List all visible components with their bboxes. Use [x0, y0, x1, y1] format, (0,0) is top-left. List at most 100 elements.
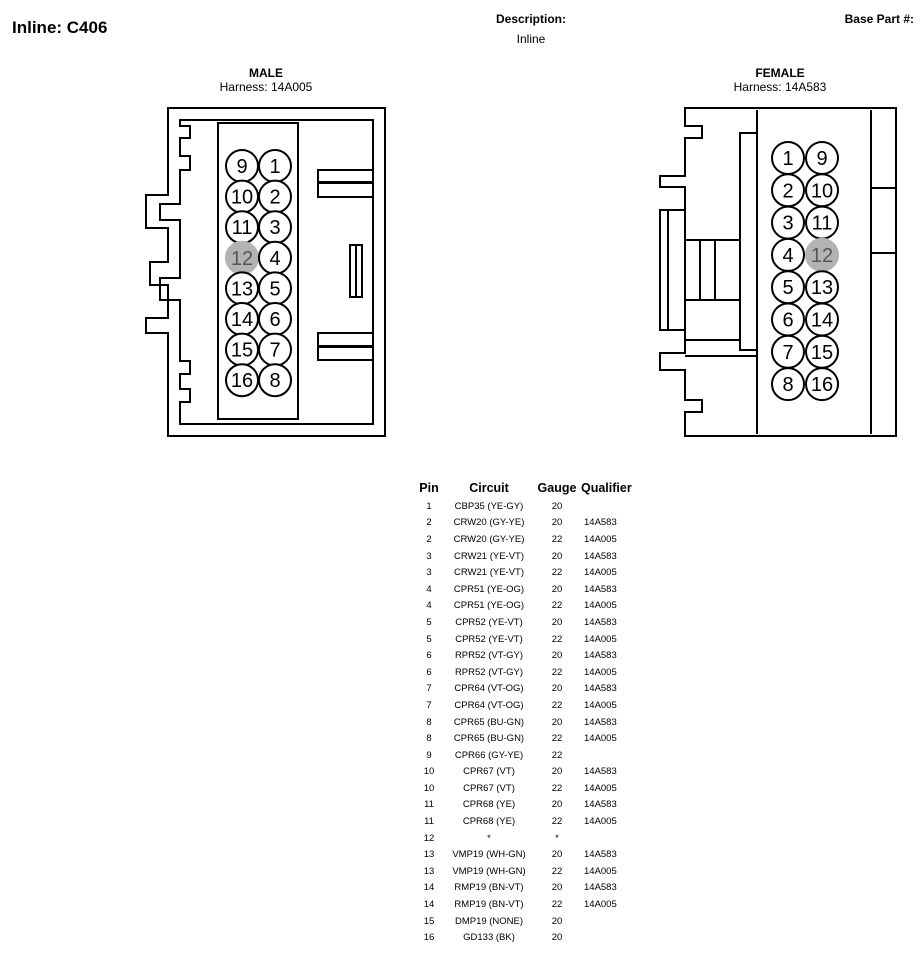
qualifier-cell [580, 929, 646, 946]
pin-cell: 2 [426, 533, 432, 545]
pin-number: 15 [231, 340, 253, 362]
pin-number: 4 [269, 248, 280, 270]
gauge-cell: 22 [551, 899, 563, 911]
qualifier-cell [580, 830, 646, 847]
description-label: Description: [495, 12, 566, 26]
pin-cell: 4 [426, 583, 432, 595]
gauge-cell: 22 [551, 600, 563, 612]
circuit-cell: CPR52 (YE-VT) [455, 633, 523, 645]
pin-cell: 5 [426, 616, 432, 628]
pin-cell: 3 [426, 550, 432, 562]
gauge-cell: 22 [551, 749, 563, 761]
gauge-cell: 20 [551, 882, 563, 894]
base-part-label: Base Part #: [844, 12, 914, 26]
male-connector-housing [145, 107, 386, 437]
pin-cell: 9 [426, 749, 432, 761]
gauge-cell: 22 [551, 633, 563, 645]
pin-cell: 13 [423, 849, 435, 861]
qualifier-cell: 14A005 [584, 899, 617, 911]
male-connector-heading: MALE Harness: 14A005 [196, 66, 336, 94]
pin-cell: 7 [426, 683, 432, 695]
qualifier-cell: 14A583 [584, 716, 617, 728]
male-harness: Harness: 14A005 [219, 80, 313, 94]
pin-number: 2 [782, 180, 793, 202]
qualifier-cell: 14A005 [584, 633, 617, 645]
pin-number: 16 [231, 370, 253, 392]
pin-number: 10 [231, 187, 253, 209]
gauge-cell: 20 [551, 517, 563, 529]
qualifier-cell: 14A005 [584, 699, 617, 711]
circuit-cell: CPR64 (VT-OG) [454, 683, 524, 695]
pin-cell: 10 [423, 766, 435, 778]
pin-number: 11 [812, 213, 833, 235]
gauge-cell: * [555, 832, 559, 844]
circuit-cell: CRW21 (YE-VT) [453, 550, 525, 562]
circuit-cell: CPR65 (BU-GN) [453, 733, 525, 745]
gauge-cell: 20 [551, 915, 563, 927]
pin-cell: 14 [423, 882, 435, 894]
pin-number: 13 [811, 277, 833, 299]
pin-number: 12 [231, 248, 253, 270]
male-label: MALE [249, 66, 283, 80]
qualifier-cell: 14A005 [584, 733, 617, 745]
female-label: FEMALE [755, 66, 805, 80]
qualifier-cell: 14A583 [584, 882, 617, 894]
gauge-cell: 22 [551, 865, 563, 877]
pin-cavity [805, 367, 839, 402]
table-row: 12** [414, 830, 646, 847]
gauge-cell: 20 [551, 550, 563, 562]
qualifier-cell: 14A005 [584, 533, 617, 545]
circuit-cell: CPR66 (GY-YE) [454, 749, 524, 761]
gauge-cell: 20 [551, 849, 563, 861]
pin-cavity [258, 363, 292, 398]
pin-number: 10 [811, 180, 833, 202]
pin-cell: 6 [426, 650, 432, 662]
pin-cell: 13 [423, 865, 435, 877]
pin-number: 4 [782, 245, 793, 267]
qualifier-cell: 14A005 [584, 782, 617, 794]
pin-cell: 10 [423, 782, 435, 794]
qualifier-cell: 14A583 [584, 550, 617, 562]
gauge-cell: 20 [551, 650, 563, 662]
gauge-cell: 22 [551, 533, 563, 545]
pin-cell: 2 [426, 517, 432, 529]
table-row: 14 RMP19 (BN-VT) 20 14A583 [414, 880, 646, 897]
gauge-cell: 22 [551, 733, 563, 745]
circuit-cell: VMP19 (WH-GN) [452, 865, 526, 877]
circuit-cell: CPR65 (BU-GN) [453, 716, 525, 728]
circuit-cell: CBP35 (YE-GY) [454, 500, 524, 512]
pin-cell: 16 [423, 932, 435, 944]
circuit-cell: CRW20 (GY-YE) [453, 517, 525, 529]
qualifier-cell: 14A005 [584, 567, 617, 579]
pin-number: 6 [782, 310, 793, 332]
pin-number: 7 [269, 340, 280, 362]
pin-number: 15 [811, 342, 833, 364]
pin-number: 14 [231, 309, 253, 331]
gauge-cell: 22 [551, 699, 563, 711]
pin-cell: 12 [423, 832, 435, 844]
circuit-cell: VMP19 (WH-GN) [452, 849, 526, 861]
pin-number: 7 [782, 342, 793, 364]
pin-cell: 6 [426, 666, 432, 678]
qualifier-cell [580, 913, 646, 930]
circuit-cell: DMP19 (NONE) [454, 915, 524, 927]
pin-number: 5 [269, 278, 280, 300]
gauge-cell: 22 [551, 666, 563, 678]
gauge-cell: 20 [551, 766, 563, 778]
circuit-cell: CPR51 (YE-OG) [453, 583, 525, 595]
qualifier-cell [580, 747, 646, 764]
pin-cell: 4 [426, 600, 432, 612]
circuit-cell: RMP19 (BN-VT) [454, 882, 524, 894]
